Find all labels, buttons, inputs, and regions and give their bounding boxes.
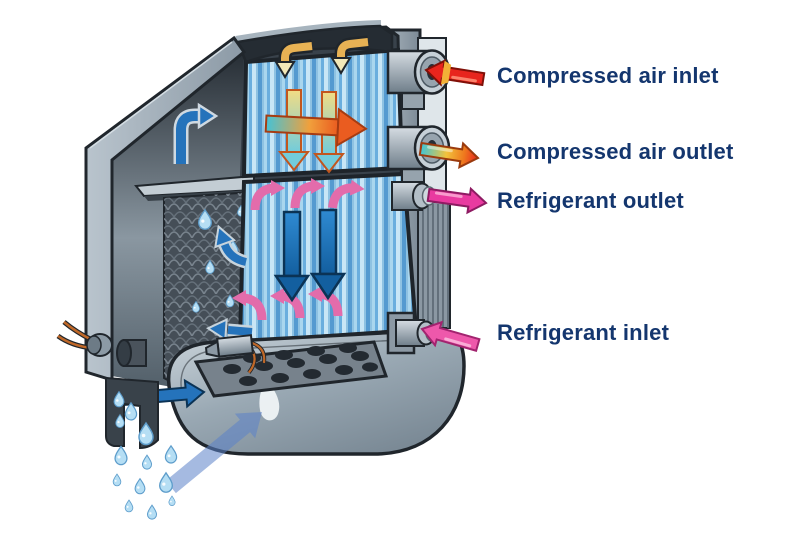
heat-exchanger-fins	[417, 201, 451, 329]
label-compressed-air-outlet: Compressed air outlet	[497, 139, 734, 164]
compressed-air-outlet-arrow	[418, 141, 480, 169]
air-exit-translucent-arrow	[165, 412, 262, 494]
refrigerant-outlet-port	[391, 181, 439, 211]
refrigerant-inlet-arrow	[420, 320, 481, 352]
mesh-flow-arrows	[205, 224, 253, 342]
refrigerant-hook-arrows-bottom	[232, 286, 343, 321]
cold-air-arrows	[273, 208, 347, 303]
cross-flow-arrow	[264, 107, 368, 148]
label-compressed-air-inlet: Compressed air inlet	[497, 63, 719, 88]
label-refrigerant-inlet: Refrigerant inlet	[497, 320, 670, 345]
temperature-probe	[204, 334, 267, 374]
drain-knob	[116, 339, 147, 367]
compressed-air-inlet-arrow	[424, 59, 486, 87]
perforated-tray	[193, 340, 389, 398]
refrigerant-hook-arrows-top	[250, 178, 365, 211]
cold-air-bent-arrow	[173, 102, 219, 164]
sensor-gland-wires	[56, 320, 113, 357]
warm-air-hook-arrows	[274, 35, 369, 79]
label-refrigerant-outlet: Refrigerant outlet	[497, 188, 684, 213]
refrigerant-outlet-arrow	[426, 186, 488, 215]
